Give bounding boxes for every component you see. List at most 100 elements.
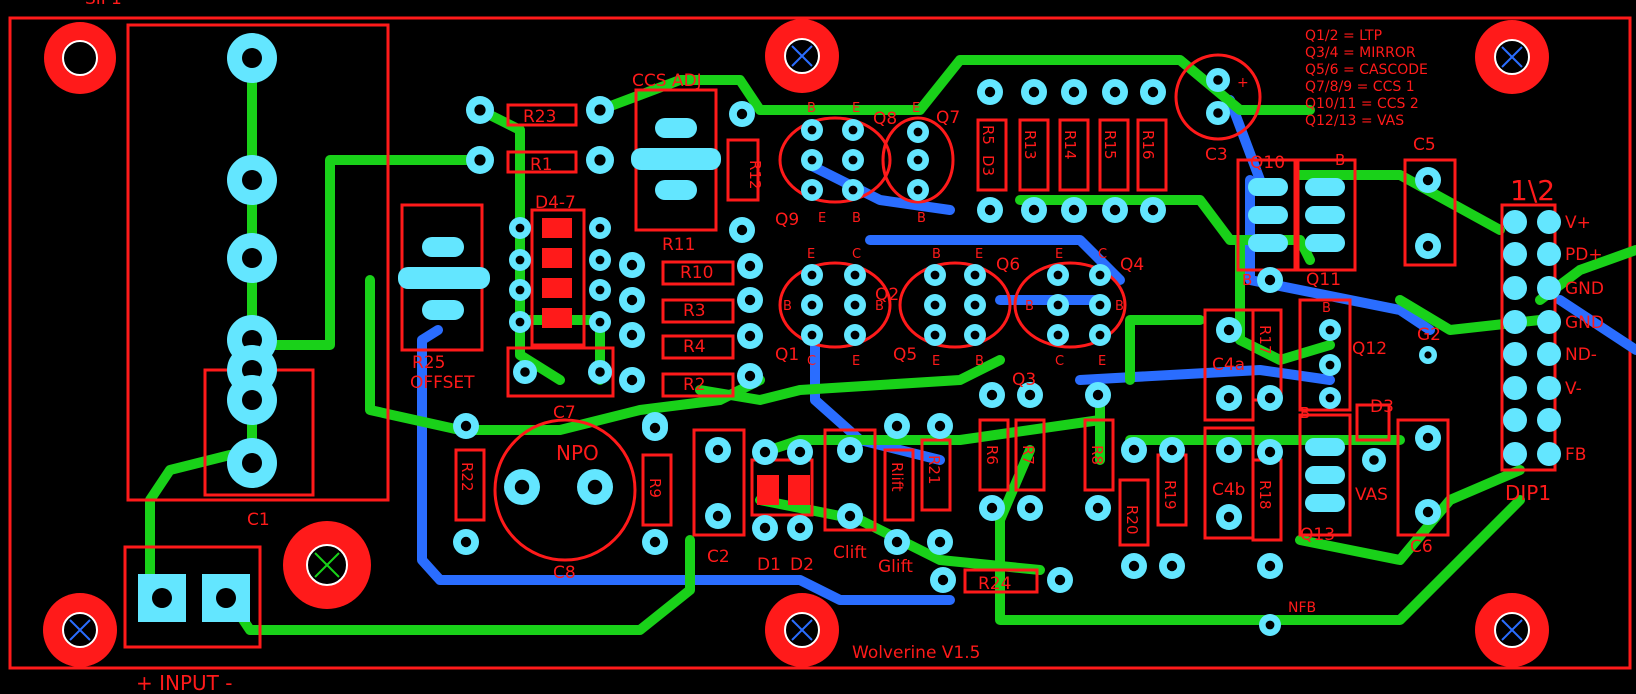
r20-label: R20	[1123, 505, 1141, 535]
vas-label: VAS	[1355, 485, 1388, 505]
clift-label: Clift	[833, 543, 867, 563]
drill-hole	[807, 185, 817, 195]
pin-letter: E	[932, 354, 940, 369]
drill-hole	[712, 510, 724, 522]
drill-hole	[1109, 86, 1121, 98]
drill-hole	[626, 294, 638, 306]
drill-hole	[807, 300, 817, 310]
pin-letter: B	[852, 211, 861, 226]
header-signal-4: GND	[1565, 313, 1604, 333]
drill-hole	[1068, 204, 1080, 216]
q12-label: Q12	[1352, 339, 1387, 359]
r12-label: R12	[746, 160, 764, 190]
c4a-label: C4a	[1212, 355, 1245, 375]
q1-label: Q1	[775, 345, 799, 365]
q9-label: Q9	[775, 210, 799, 230]
drill-hole	[1028, 86, 1040, 98]
mount-hole-mid	[283, 521, 371, 609]
r6-label: R6	[983, 445, 1001, 465]
drill-hole	[1422, 174, 1434, 186]
drill-hole	[844, 510, 856, 522]
drill-hole	[1166, 444, 1178, 456]
c7-label: C7	[553, 403, 576, 423]
header-signal-7: FB	[1565, 445, 1586, 465]
drill-hole	[744, 260, 756, 272]
c6-label: C6	[1410, 537, 1433, 557]
drill-hole	[970, 300, 980, 310]
drill-hole	[1095, 300, 1105, 310]
npo-label: NPO	[556, 441, 599, 465]
drill-hole	[515, 255, 525, 265]
drill-hole	[460, 420, 472, 432]
drill-hole	[474, 104, 486, 116]
pin-letter: E	[975, 247, 983, 262]
drill-hole	[514, 479, 530, 495]
pin-letter: C	[1055, 354, 1064, 369]
r9-label: R9	[646, 478, 664, 498]
pin-letter: E	[912, 101, 920, 116]
c4b-label: C4b	[1212, 480, 1245, 500]
drill-hole	[1223, 444, 1235, 456]
pin-letter: B	[875, 299, 884, 314]
r17-label: R17	[1256, 325, 1274, 355]
q10-label: Q10	[1250, 153, 1285, 173]
drill-hole	[736, 108, 748, 120]
drill-hole	[594, 104, 606, 116]
r19-label: R19	[1161, 480, 1179, 510]
drill-hole	[744, 294, 756, 306]
dip1-pin-label: 1\2	[1510, 174, 1555, 207]
r14-label: R14	[1061, 130, 1079, 160]
g2-label: G2	[1417, 325, 1441, 345]
pin-letter: E	[818, 211, 826, 226]
drill-hole	[1424, 351, 1432, 359]
dip1-pads	[1503, 210, 1561, 466]
d1-label: D1	[757, 555, 781, 575]
silkscreen-labels: SIP1 C1 + INPUT - R23 R1 CCS ADJ R12 R11…	[85, 0, 1604, 694]
r11-label: R11	[662, 235, 695, 255]
drill-hole	[1422, 432, 1434, 444]
drill-hole	[1369, 455, 1379, 465]
drill-hole	[744, 370, 756, 382]
drill-hole	[850, 270, 860, 280]
mounting-holes	[43, 19, 1549, 667]
r7-label: R7	[1019, 445, 1037, 465]
q10-q11-q13-pads	[1248, 178, 1345, 512]
offset-label: OFFSET	[410, 373, 475, 393]
d3-top-label: D3	[979, 155, 997, 176]
drill-hole	[848, 125, 858, 135]
drill-hole	[1223, 324, 1235, 336]
mount-hole-top-mid	[765, 19, 839, 93]
drill-hole	[595, 367, 605, 377]
drill-hole	[930, 270, 940, 280]
drill-hole	[594, 154, 606, 166]
note-line-5: Q10/11 = CCS 2	[1305, 96, 1419, 112]
pin-letter: E	[1098, 354, 1106, 369]
d3-label: D3	[1370, 397, 1394, 417]
q11-label: Q11	[1306, 270, 1341, 290]
pin-letter: E	[807, 247, 815, 262]
drill-hole	[794, 446, 806, 458]
pin-letter: E	[1055, 247, 1063, 262]
c5-label: C5	[1413, 135, 1436, 155]
drill-hole	[1325, 325, 1335, 335]
mount-hole-bottom-left	[43, 593, 117, 667]
drill-hole	[626, 329, 638, 341]
mount-hole-top-right	[1475, 20, 1549, 94]
drill-hole	[1325, 360, 1335, 370]
ccs-adj-label: CCS ADJ	[632, 71, 702, 91]
mount-hole-top-left	[44, 22, 116, 94]
drill-hole	[807, 125, 817, 135]
pin-letter: C	[852, 247, 861, 262]
drill-hole	[986, 502, 998, 514]
drill-hole	[1422, 240, 1434, 252]
drill-hole	[1053, 330, 1063, 340]
drill-hole	[515, 317, 525, 327]
drill-hole	[844, 444, 856, 456]
r1-label: R1	[530, 155, 553, 175]
pin-letter: E	[852, 354, 860, 369]
header-signal-6: V-	[1565, 379, 1582, 399]
r18-label: R18	[1256, 480, 1274, 510]
mount-hole-bottom-right	[1475, 593, 1549, 667]
drill-hole	[1128, 444, 1140, 456]
q6-label: Q6	[996, 255, 1020, 275]
